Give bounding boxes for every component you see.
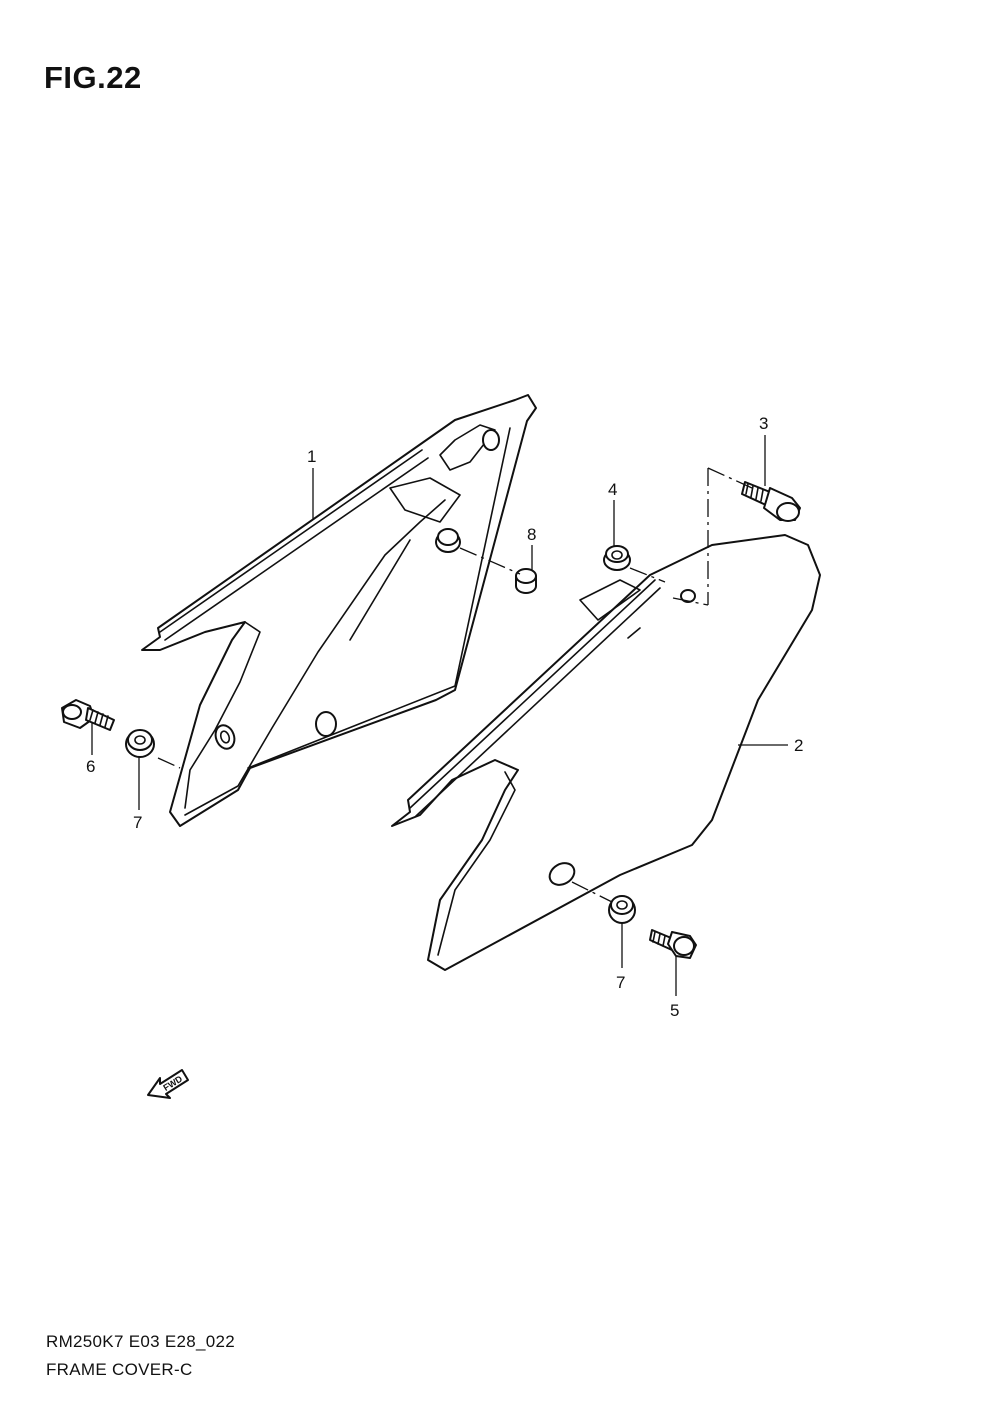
callout-7-left: 7 — [133, 813, 142, 832]
callout-6: 6 — [86, 757, 95, 776]
bolt-part-6[interactable] — [61, 699, 115, 731]
model-code: RM250K7 E03 E28_022 — [46, 1332, 236, 1351]
callout-2: 2 — [794, 736, 803, 755]
bolt-part-3[interactable] — [741, 481, 801, 522]
callout-5: 5 — [670, 1001, 679, 1020]
bolt-part-5[interactable] — [649, 929, 697, 959]
fwd-direction-arrow: FWD — [147, 1069, 189, 1099]
callout-7-right: 7 — [616, 973, 625, 992]
callout-4: 4 — [608, 480, 617, 499]
figure-title: FIG.22 — [44, 60, 142, 95]
left-cover-grommet — [435, 528, 461, 553]
callout-3: 3 — [759, 414, 768, 433]
collar-part-8[interactable] — [515, 568, 537, 594]
section-name: FRAME COVER-C — [46, 1360, 193, 1379]
leader-lines — [91, 435, 788, 996]
grommet-part-7-right[interactable] — [608, 895, 636, 924]
right-frame-cover[interactable] — [391, 534, 821, 971]
assembly-lines — [157, 467, 753, 903]
grommet-part-7-left[interactable] — [125, 729, 155, 758]
grommet-part-4[interactable] — [603, 545, 631, 571]
callout-8: 8 — [527, 525, 536, 544]
left-frame-cover[interactable] — [141, 394, 537, 827]
callout-1: 1 — [307, 447, 316, 466]
